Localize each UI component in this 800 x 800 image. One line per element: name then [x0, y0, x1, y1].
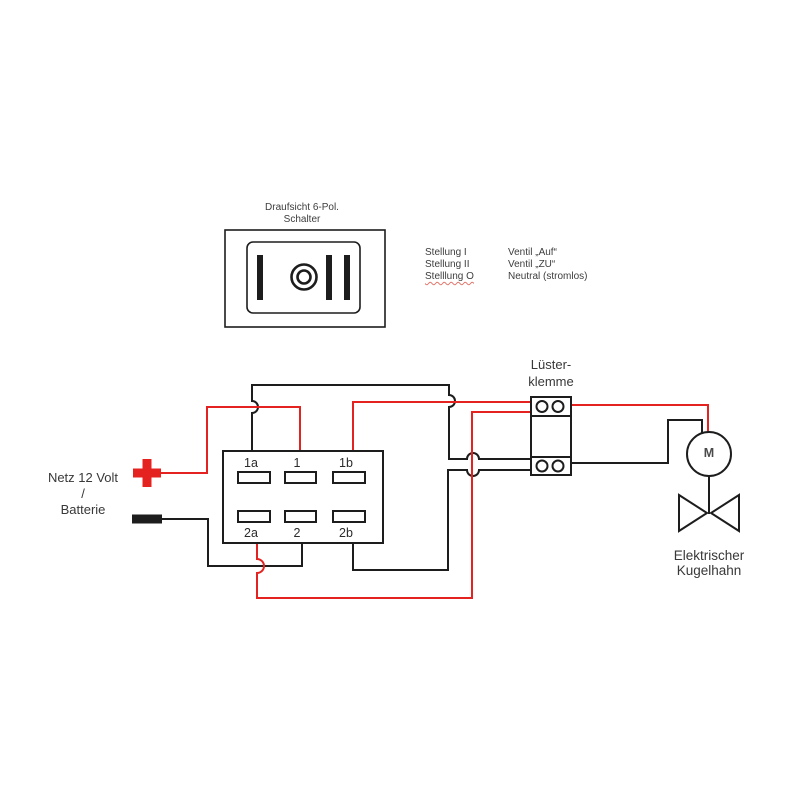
- slot-1a: [237, 471, 271, 484]
- terminal-screw-top-right: [551, 400, 565, 413]
- wire-minus-to-pin2: [161, 518, 303, 567]
- power-label-line1: Netz 12 Volt: [47, 470, 119, 485]
- wire-pin1a-to-terminal-black: [251, 384, 532, 460]
- switch-contact-bar-right: [344, 255, 350, 300]
- terminal-screw-bottom-left: [535, 459, 549, 473]
- motor-label: M: [703, 446, 715, 460]
- power-label-line3: Batterie: [60, 502, 106, 517]
- slot-2: [284, 510, 317, 523]
- valve-triangle-right: [709, 493, 740, 533]
- switch-caption-line2: Schalter: [283, 214, 321, 225]
- wire-pin2b-to-terminal-black: [352, 469, 532, 571]
- minus-icon: [132, 514, 162, 524]
- switch-contact-bar-mid: [326, 255, 332, 300]
- terminal-strip-label-line2: klemme: [528, 374, 574, 389]
- wire-terminal-to-motor-black: [570, 419, 703, 464]
- actuator-label: Elektrischer Kugelhahn: [629, 548, 789, 578]
- slot-2b: [332, 510, 366, 523]
- switch-pivot-ring-inner: [296, 269, 312, 285]
- wire-terminal-to-motor-red: [570, 404, 709, 433]
- switch-caption: Draufsicht 6-Pol. Schalter: [222, 202, 382, 226]
- slot-2a: [237, 510, 271, 523]
- slot-1b: [332, 471, 366, 484]
- wire-pin1b-to-terminal-red: [352, 401, 532, 452]
- legend-position-2: Stellung II: [425, 259, 470, 270]
- wire-plus-to-pin1-red: [160, 406, 301, 474]
- terminal-strip-label-line1: Lüster-: [530, 357, 572, 372]
- pin-label-1b: 1b: [339, 456, 353, 470]
- slot-1: [284, 471, 317, 484]
- switch-caption-line1: Draufsicht 6-Pol.: [265, 202, 339, 213]
- terminal-screw-top-left: [535, 400, 549, 413]
- legend: Stellung I Stellung II Stelllung O: [425, 247, 474, 283]
- switch-top-view: [224, 229, 386, 328]
- connector-block: [222, 450, 384, 544]
- legend-meaning-1: Ventil „Auf“: [508, 247, 557, 258]
- actuator-label-line2: Kugelhahn: [676, 563, 742, 578]
- plus-icon-vbar: [142, 459, 152, 487]
- power-label-line2: /: [81, 486, 85, 501]
- pin-label-2a: 2a: [244, 526, 258, 540]
- terminal-screw-bottom-right: [551, 459, 565, 473]
- connector-body: [222, 450, 384, 544]
- switch-contact-bar-left: [257, 255, 263, 300]
- power-label: Netz 12 Volt / Batterie: [13, 470, 153, 518]
- valve-triangle-left: [678, 493, 709, 533]
- legend-meaning-3: Neutral (stromlos): [508, 271, 588, 282]
- terminal-strip-body: [530, 415, 572, 458]
- actuator-label-line1: Elektrischer: [673, 548, 745, 563]
- pin-label-2: 2: [293, 526, 301, 540]
- legend-meanings: Ventil „Auf“ Ventil „ZU“ Neutral (stroml…: [508, 247, 587, 283]
- terminal-strip: [530, 396, 572, 476]
- pin-label-2b: 2b: [339, 526, 353, 540]
- terminal-strip-label: Lüster- klemme: [501, 356, 601, 390]
- legend-position-3: Stelllung O: [425, 271, 474, 282]
- power-source: [132, 459, 162, 524]
- pin-label-1: 1: [293, 456, 301, 470]
- wire-pin2a-to-terminal-red: [256, 411, 532, 599]
- plus-icon: [133, 459, 161, 487]
- legend-meaning-2: Ventil „ZU“: [508, 259, 556, 270]
- pin-label-1a: 1a: [244, 456, 258, 470]
- ball-valve-actuator: [678, 431, 740, 533]
- legend-position-1: Stellung I: [425, 247, 467, 258]
